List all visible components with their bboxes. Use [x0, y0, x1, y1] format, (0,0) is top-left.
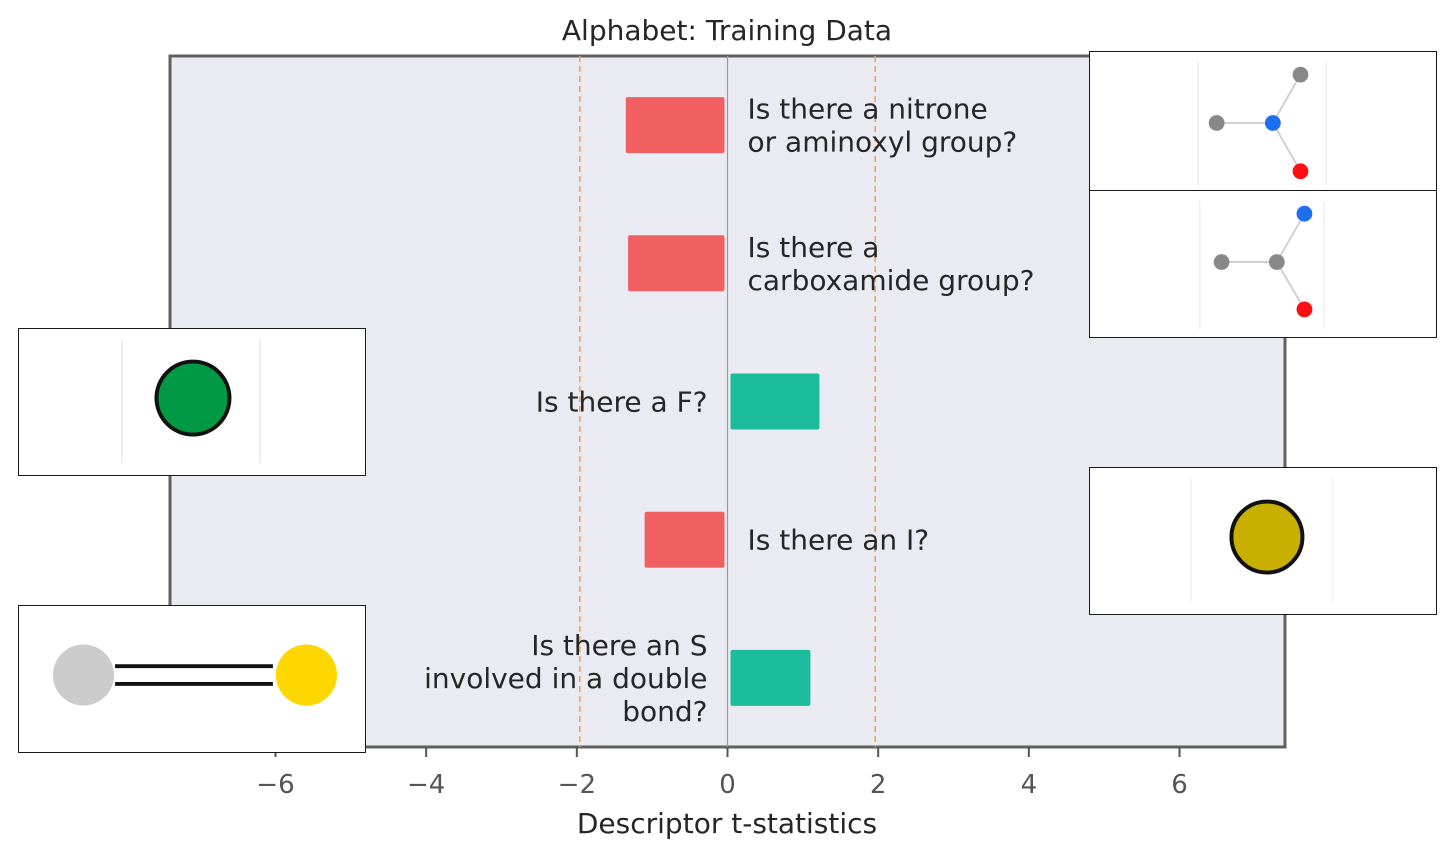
category-label: Is there an I?	[748, 524, 930, 557]
category-label: Is there a F?	[536, 386, 708, 419]
bar	[730, 649, 811, 706]
bar	[730, 373, 820, 430]
x-tick-label: −2	[558, 770, 596, 800]
sulfur-double-bond-icon	[18, 605, 366, 753]
x-tick-label: 6	[1171, 770, 1188, 800]
iodine-atom-icon	[1089, 467, 1437, 615]
bar	[628, 235, 725, 292]
x-tick-label: 2	[870, 770, 887, 800]
x-tick-label: 0	[719, 770, 736, 800]
fluorine-atom-icon	[18, 328, 366, 476]
x-tick-label: 4	[1021, 770, 1038, 800]
x-tick-label: −6	[256, 770, 294, 800]
chart-title: Alphabet: Training Data	[562, 14, 892, 47]
nitrone-molecule-icon	[1089, 51, 1437, 191]
carboxamide-molecule-icon	[1089, 190, 1437, 338]
x-axis-label: Descriptor t-statistics	[577, 807, 877, 840]
bar	[644, 511, 725, 568]
x-tick-label: −4	[407, 770, 445, 800]
bar	[625, 97, 725, 154]
